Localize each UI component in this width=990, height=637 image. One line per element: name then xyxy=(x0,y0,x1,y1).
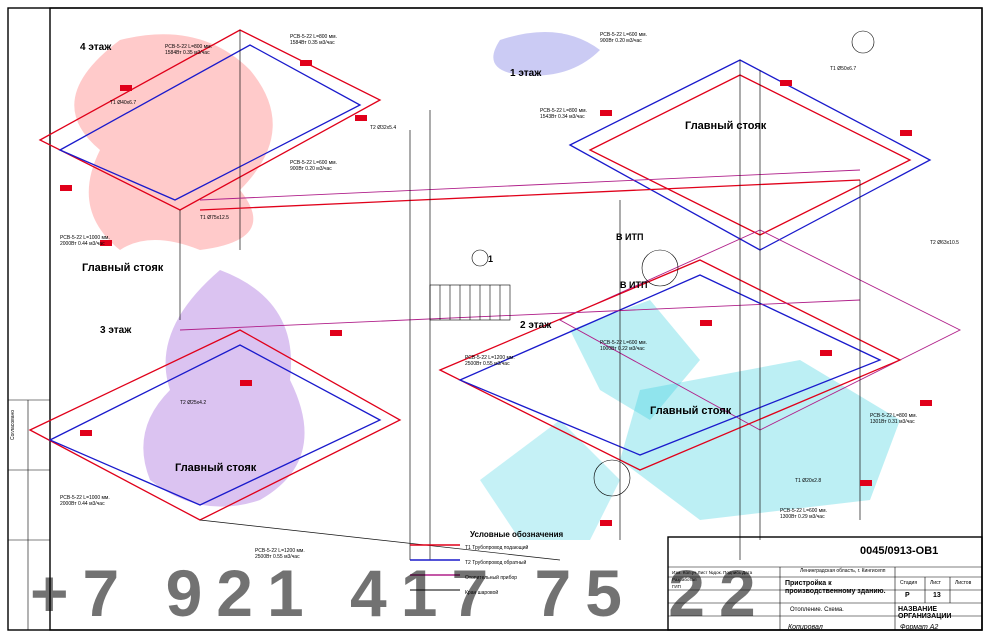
signature-rows: Изм. Кол.уч Лист №док. Подпись Дата Разр… xyxy=(672,570,753,589)
project-title: Пристройка к производственному зданию. xyxy=(785,580,886,595)
pipe-tag: Т1 Ø20х2.8 xyxy=(795,478,822,484)
annotation-rsv-12: РСВ-5-22 L=800 мм.1301Вт 0.31 м3/час xyxy=(870,413,917,425)
main-riser-label-c: Главный стояк xyxy=(175,462,257,474)
floor-1-label: 1 этаж xyxy=(510,68,542,79)
radiator-detail xyxy=(429,249,511,321)
main-riser-label-a: Главный стояк xyxy=(82,262,164,274)
main-riser-label-b: Главный стояк xyxy=(685,120,767,132)
format-label: Формат А2 xyxy=(900,624,939,631)
side-stamp-text: Согласовано xyxy=(10,409,16,440)
title-block xyxy=(667,536,983,631)
phone-watermark: +7 921 417 75 22 xyxy=(30,556,770,630)
drawing-code: 0045/0913-OB1 xyxy=(860,545,939,557)
pipe-tag: Т2 Ø25х4.2 xyxy=(180,400,207,406)
itp-label-b: В ИТП xyxy=(620,280,648,290)
radiator-markers xyxy=(60,60,932,526)
stage-header: Стадия xyxy=(900,580,918,586)
annotation-rsv: РСВ-5-22 L=800 мм.1584Вт 0.35 м3/час xyxy=(165,44,212,56)
main-riser-label-d: Главный стояк xyxy=(650,405,732,417)
legend-items: Т1 Трубопровод подающий Т2 Трубопровод о… xyxy=(465,545,529,596)
annotation-rsv-2: РСВ-5-22 L=800 мм.1584Вт 0.35 м3/час xyxy=(290,34,337,46)
stage-value: Р xyxy=(905,592,910,599)
object-location: Ленинградская область, г. Кингисепп xyxy=(800,568,886,574)
pipe-tag: Т1 Ø40х6.7 xyxy=(110,100,137,106)
pipe-tag: Т1 Ø50х6.7 xyxy=(830,66,857,72)
floor-3-loop xyxy=(28,329,402,521)
org-name: НАЗВАНИЕ ОРГАНИЗАЦИИ xyxy=(898,606,952,620)
floor-1-loop xyxy=(568,59,932,251)
sheets-header: Листов xyxy=(955,580,972,586)
sheet-name: Отопление. Схема. xyxy=(790,607,844,613)
floor-2-label: 2 этаж xyxy=(520,320,552,331)
itp-circle xyxy=(641,249,679,287)
annotation-rsv-9: РСВ-5-22 L=600 мм.1000Вт 0.22 м3/час xyxy=(600,340,647,352)
inner-frame xyxy=(49,7,983,631)
legend-symbols xyxy=(410,544,460,591)
annotation-rsv-6: РСВ-5-22 L=600 мм.900Вт 0.20 м3/час xyxy=(290,160,337,172)
itp-label-a: В ИТП xyxy=(616,232,644,242)
annotation-rsv-3: РСВ-5-22 L=600 мм.900Вт 0.20 м3/час xyxy=(600,32,647,44)
annotation-rsv-4: РСВ-5-22 L=800 мм.1543Вт 0.34 м3/час xyxy=(540,108,587,120)
detail-number: 1 xyxy=(488,254,494,264)
annotation-rsv-10: РСВ-5-22 L=600 мм.1300Вт 0.29 м3/час xyxy=(780,508,827,520)
floor-3-label: 3 этаж xyxy=(100,325,132,336)
pipe-tag: Т2 Ø63х10.5 xyxy=(930,240,959,246)
main-pipes xyxy=(179,60,861,561)
detail-circle xyxy=(851,30,875,54)
floor-4-loop xyxy=(38,29,382,320)
copied-label: Копировал xyxy=(788,624,823,631)
floor-4-label: 4 этаж xyxy=(80,42,112,53)
sheet-header: Лист xyxy=(930,580,941,586)
sheet-value: 13 xyxy=(933,592,941,599)
annotation-rsv-7: РСВ-5-22 L=1000 мм.2000Вт 0.44 м3/час xyxy=(60,495,110,507)
annotation-rsv-8: РСВ-5-22 L=1200 мм.2500Вт 0.55 м3/час xyxy=(255,548,305,560)
side-stamp xyxy=(8,399,50,630)
pipe-tag: Т2 Ø32х5.4 xyxy=(370,125,397,131)
legend-title: Условные обозначения xyxy=(470,530,564,539)
annotation-rsv-11: РСВ-5-22 L=1200 мм.2500Вт 0.55 м3/час xyxy=(465,355,515,367)
pipe-tag: Т1 Ø75х12.5 xyxy=(200,215,229,221)
annotation-rsv-5: РСВ-5-22 L=1000 мм.2000Вт 0.44 м3/час xyxy=(60,235,110,247)
itp-circle-2 xyxy=(593,459,631,497)
